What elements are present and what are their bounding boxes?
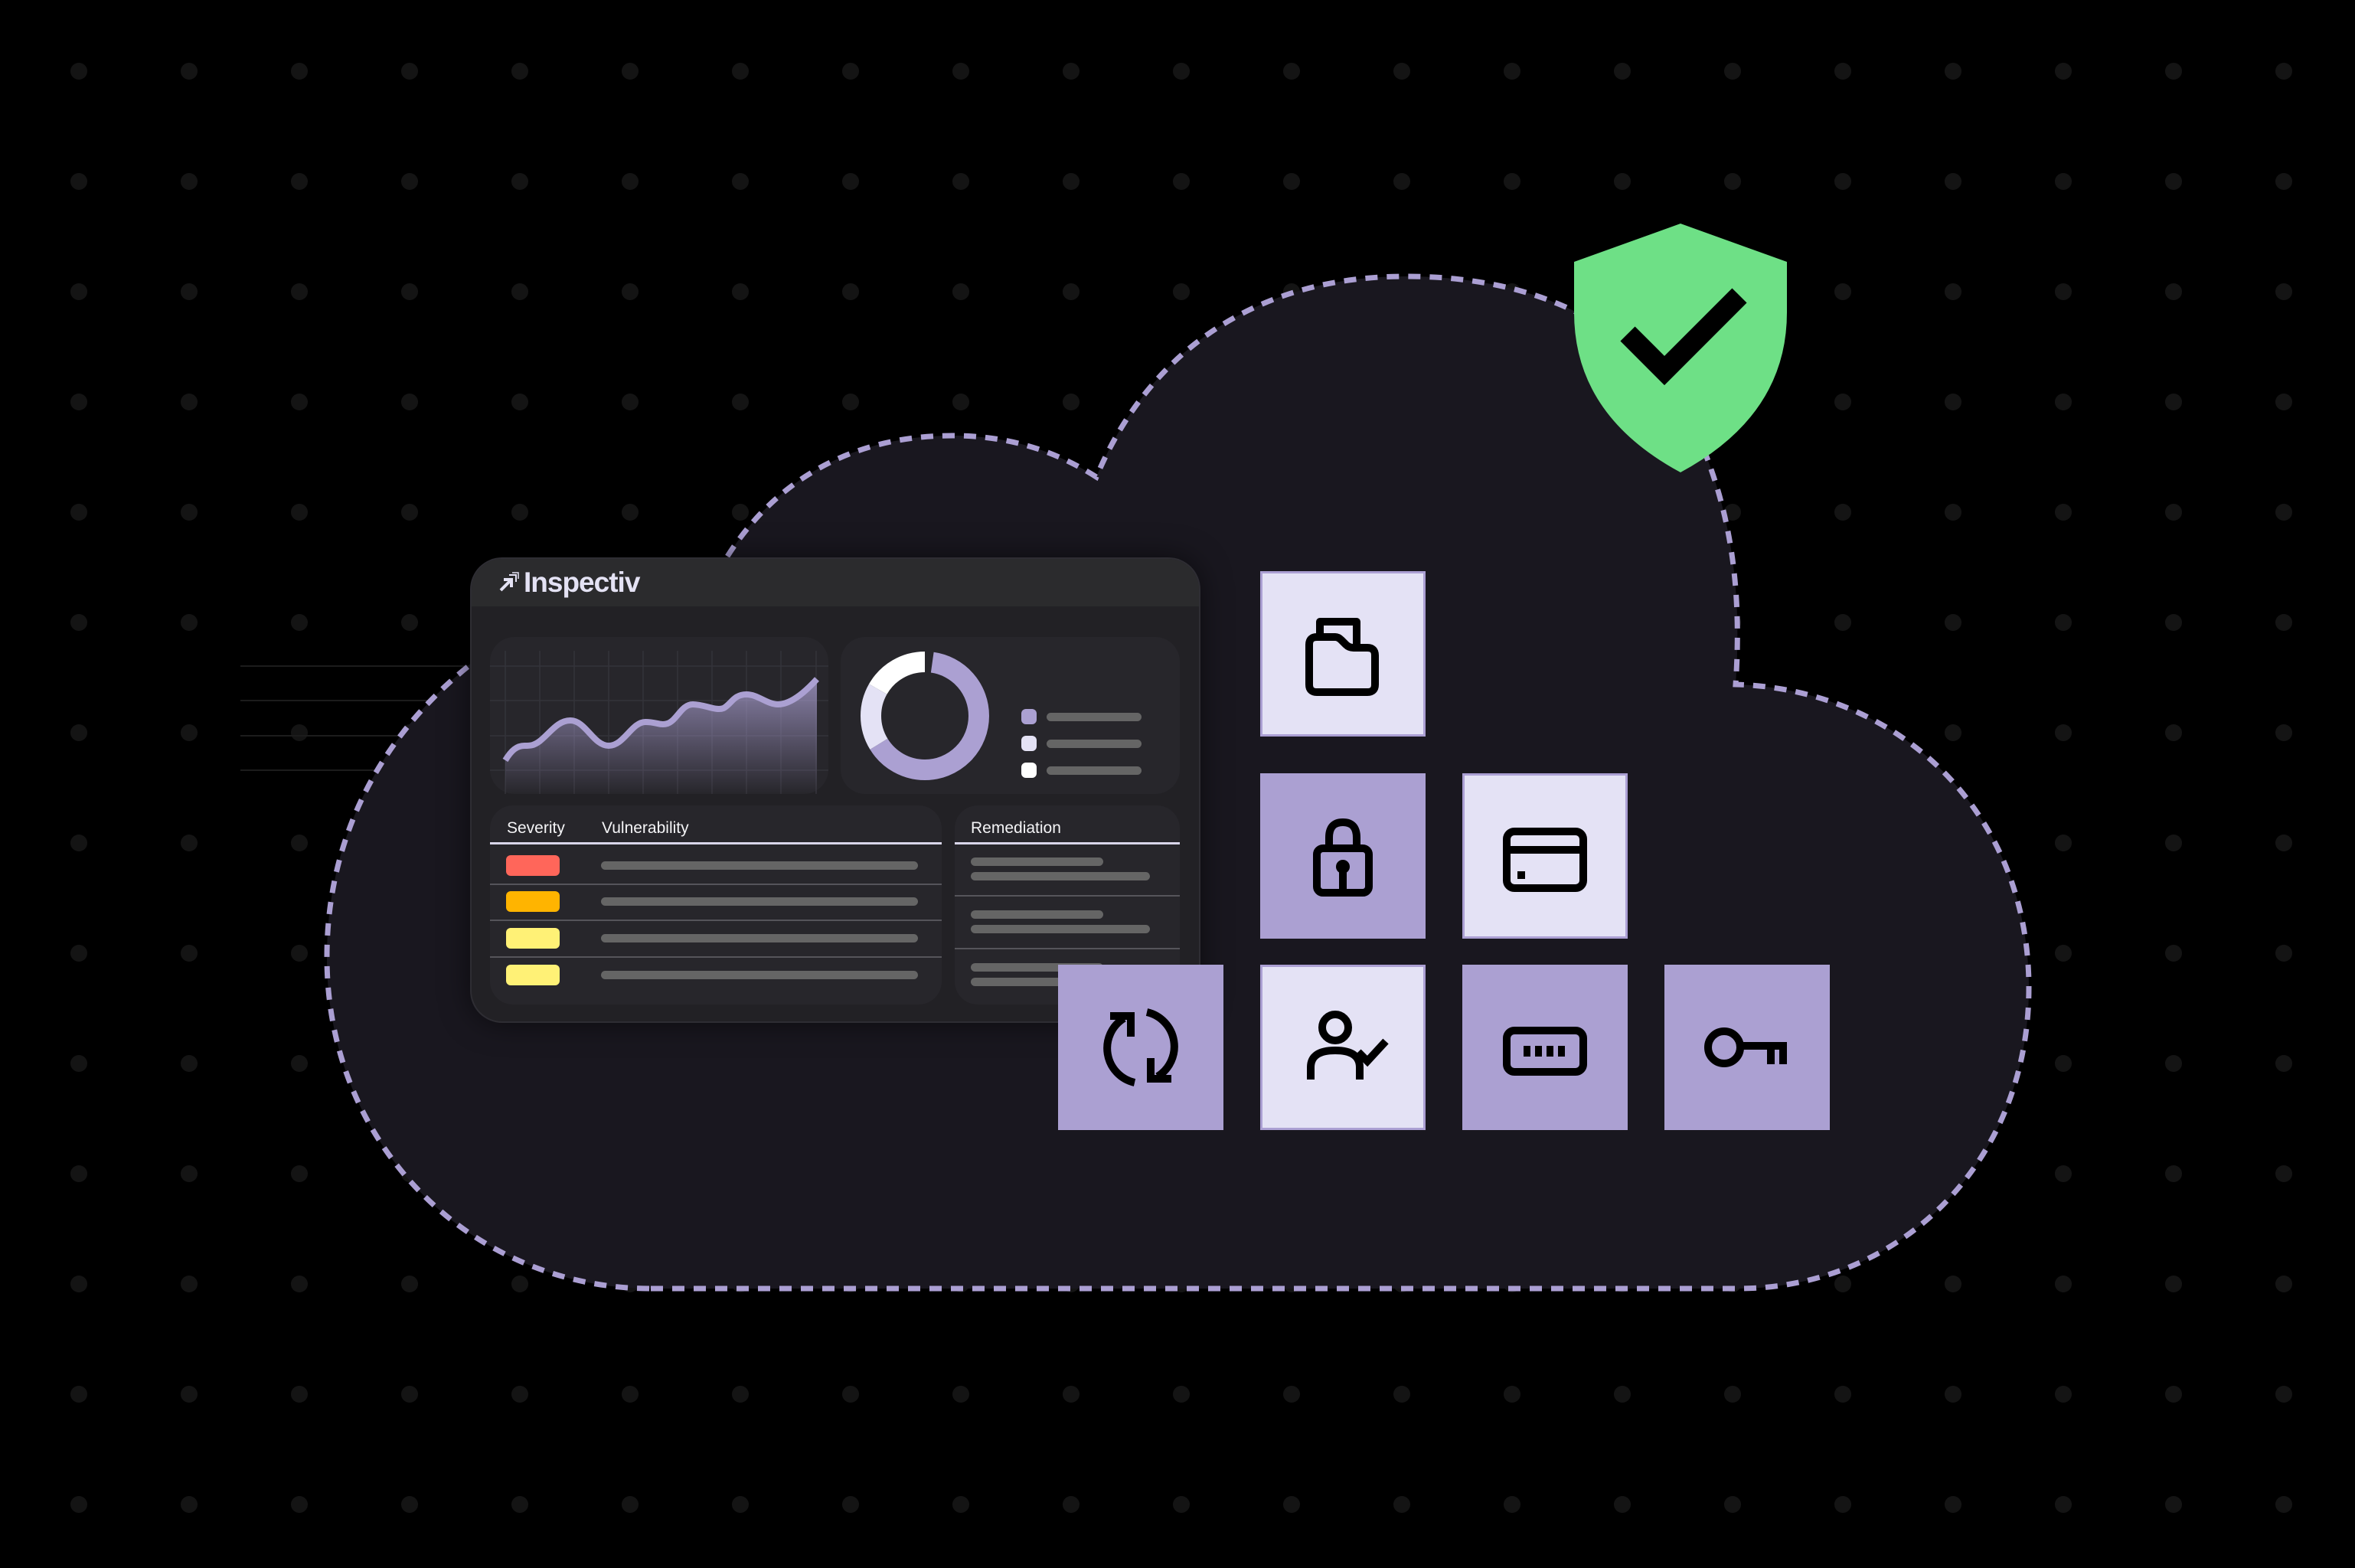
legend-label-placeholder — [1047, 766, 1142, 775]
remediation-placeholder — [971, 963, 1103, 972]
user-check-icon — [1307, 1011, 1389, 1080]
header-divider — [490, 842, 942, 844]
tile-lock — [1260, 773, 1426, 939]
brand-name: Inspectiv — [524, 567, 640, 598]
remediation-placeholder — [971, 858, 1103, 866]
row-divider — [490, 884, 942, 885]
severity-badge-low — [506, 965, 560, 985]
vulnerability-table: Severity Vulnerability — [490, 805, 942, 1004]
column-header-remediation: Remediation — [971, 819, 1061, 837]
legend-swatch-tertiary — [1021, 763, 1037, 778]
trend-chart-panel — [490, 637, 828, 794]
severity-badge-critical — [506, 855, 560, 876]
folder-icon — [1305, 618, 1379, 696]
row-divider — [955, 948, 1180, 949]
donut-segment-tertiary — [861, 652, 989, 780]
remediation-placeholder — [971, 872, 1150, 880]
legend-swatch-primary — [1021, 709, 1037, 724]
brand-logo: Inspectiv — [498, 567, 640, 598]
donut-segment-secondary — [861, 652, 989, 780]
tile-key — [1664, 965, 1830, 1130]
arrow-up-right-icon — [499, 572, 519, 592]
donut-segment-primary — [861, 652, 989, 780]
severity-badge-high — [506, 891, 560, 912]
tile-folder — [1260, 571, 1426, 737]
donut-chart-panel — [841, 637, 1180, 794]
vulnerability-placeholder — [601, 971, 918, 979]
lock-icon — [1313, 818, 1373, 897]
severity-badge-medium — [506, 928, 560, 949]
column-header-severity: Severity — [507, 819, 565, 837]
column-header-vulnerability: Vulnerability — [602, 819, 689, 837]
row-divider — [955, 895, 1180, 897]
legend-label-placeholder — [1047, 740, 1142, 748]
password-icon — [1503, 1027, 1587, 1076]
tile-password — [1462, 965, 1628, 1130]
tile-refresh — [1058, 965, 1223, 1130]
vulnerability-placeholder — [601, 934, 918, 942]
dashboard-header: Inspectiv — [472, 559, 1199, 606]
legend-swatch-secondary — [1021, 736, 1037, 751]
remediation-placeholder — [971, 910, 1103, 919]
header-divider — [955, 842, 1180, 844]
row-divider — [490, 956, 942, 958]
row-divider — [490, 920, 942, 921]
tile-user-check — [1260, 965, 1426, 1130]
key-icon — [1704, 1027, 1787, 1067]
donut-chart — [861, 652, 989, 780]
vulnerability-placeholder — [601, 897, 918, 906]
credit-card-icon — [1503, 828, 1587, 892]
tile-credit-card — [1462, 773, 1628, 939]
trend-line — [502, 677, 819, 763]
remediation-placeholder — [971, 925, 1150, 933]
vulnerability-placeholder — [601, 861, 918, 870]
dashboard-card: Inspectiv — [472, 559, 1199, 1021]
legend-label-placeholder — [1047, 713, 1142, 721]
trend-chart — [490, 651, 828, 794]
refresh-icon — [1103, 1008, 1178, 1086]
shield-check-icon — [1574, 224, 1787, 472]
